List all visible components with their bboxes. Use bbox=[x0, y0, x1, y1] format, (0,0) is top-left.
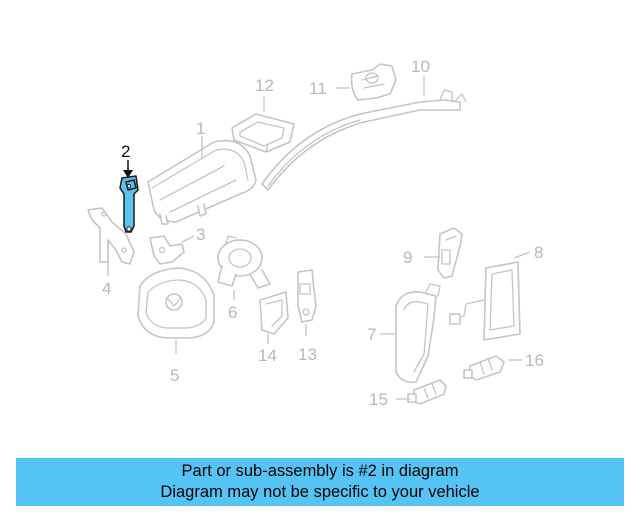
label-9: 9 bbox=[403, 248, 412, 267]
caption-banner: Part or sub-assembly is #2 in diagram Di… bbox=[16, 458, 624, 506]
label-4: 4 bbox=[102, 279, 111, 298]
part-3-bracket[interactable] bbox=[149, 235, 185, 265]
label-6: 6 bbox=[228, 303, 237, 322]
part-12-control-module[interactable] bbox=[231, 113, 295, 153]
label-16: 16 bbox=[525, 351, 544, 370]
part-1-airbag-module[interactable] bbox=[147, 139, 257, 225]
label-2: 2 bbox=[121, 142, 130, 161]
label-5: 5 bbox=[170, 366, 179, 385]
label-8: 8 bbox=[534, 243, 543, 262]
part-5-steering-wheel-airbag[interactable] bbox=[137, 267, 215, 339]
part-4-mounting-bracket[interactable] bbox=[87, 207, 135, 265]
part-2-bracket[interactable] bbox=[119, 175, 139, 233]
label-7: 7 bbox=[367, 325, 376, 344]
part-10-curtain-airbag[interactable] bbox=[261, 89, 467, 191]
label-14: 14 bbox=[258, 346, 277, 365]
part-6-clock-spring[interactable] bbox=[217, 235, 271, 289]
label-3: 3 bbox=[196, 225, 205, 244]
part-11-inflator[interactable] bbox=[350, 63, 397, 101]
part-7-side-airbag[interactable] bbox=[395, 283, 441, 384]
label-12: 12 bbox=[255, 76, 274, 95]
part-15-connector[interactable] bbox=[407, 379, 447, 405]
caption-line-1: Part or sub-assembly is #2 in diagram bbox=[181, 462, 459, 480]
part-14-sensor-bracket[interactable] bbox=[259, 291, 289, 335]
caption-line-2: Diagram may not be specific to your vehi… bbox=[160, 483, 480, 501]
part-13-impact-sensor[interactable] bbox=[297, 269, 317, 323]
parts-diagram: 1 2 3 4 5 6 bbox=[87, 57, 544, 409]
part-8-seat-airbag[interactable] bbox=[449, 261, 521, 341]
label-1: 1 bbox=[196, 119, 205, 138]
label-13: 13 bbox=[298, 345, 317, 364]
label-10: 10 bbox=[411, 57, 430, 76]
part-9-sensor-bracket[interactable] bbox=[437, 227, 463, 279]
label-15: 15 bbox=[369, 390, 388, 409]
label-11: 11 bbox=[309, 79, 327, 98]
part-16-connector[interactable] bbox=[463, 355, 505, 381]
